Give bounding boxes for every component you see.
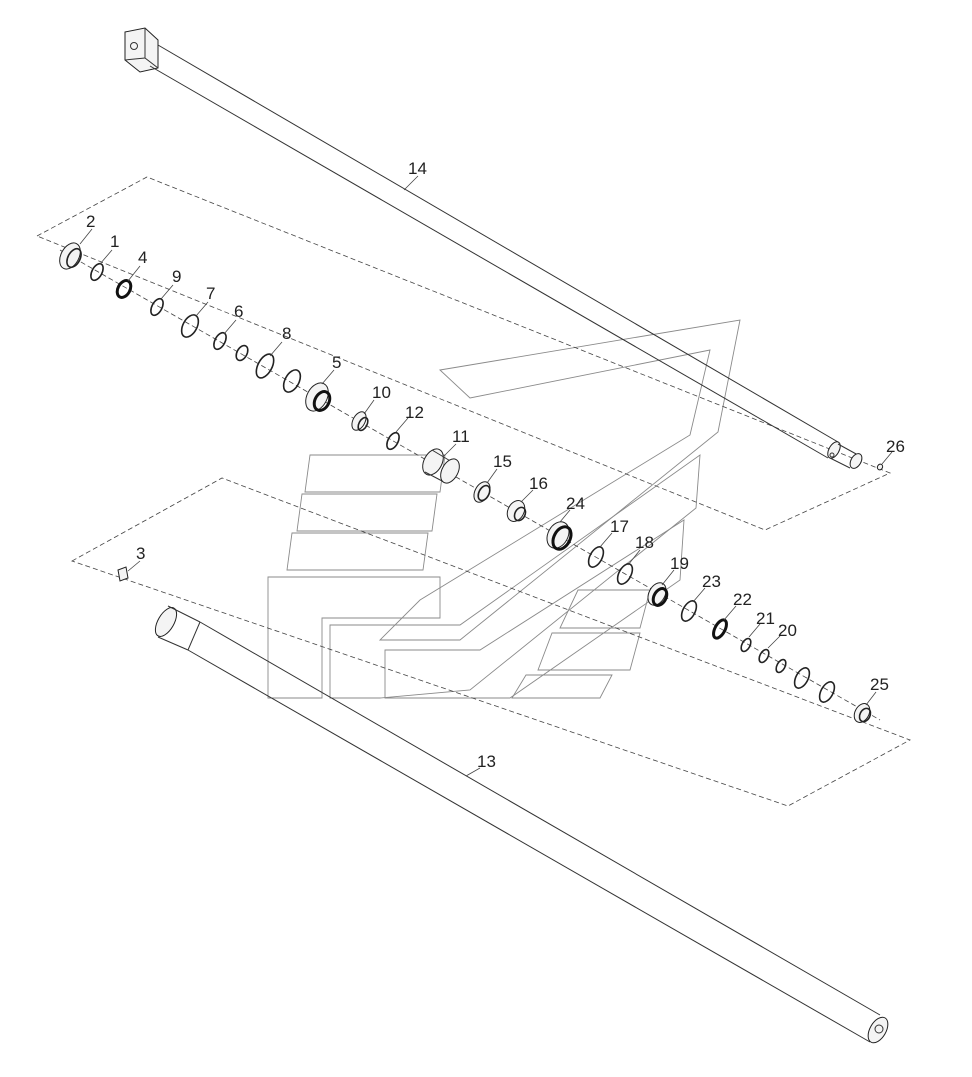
watermark-logo — [267, 319, 741, 699]
callout-9: 9 — [172, 267, 181, 286]
callout-3: 3 — [136, 544, 145, 563]
callout-8: 8 — [282, 324, 291, 343]
callout-14: 14 — [408, 159, 427, 178]
callout-26: 26 — [886, 437, 905, 456]
piston-rod — [124, 27, 884, 471]
seal-rings — [59, 242, 872, 723]
leader-lines — [79, 175, 893, 777]
lower-group-outline — [71, 477, 911, 807]
callout-7: 7 — [206, 284, 215, 303]
callout-16: 16 — [529, 474, 548, 493]
callout-5: 5 — [332, 353, 341, 372]
callout-4: 4 — [138, 248, 147, 267]
callout-6: 6 — [234, 302, 243, 321]
callout-25: 25 — [870, 675, 889, 694]
callout-11: 11 — [452, 427, 470, 446]
callout-2: 2 — [86, 212, 95, 231]
assembly-centerline — [59, 249, 881, 721]
callout-23: 23 — [702, 572, 721, 591]
callout-13: 13 — [477, 752, 496, 771]
callout-18: 18 — [635, 533, 654, 552]
key-part — [117, 566, 129, 582]
callout-20: 20 — [778, 621, 797, 640]
callout-numbers: 1 2 3 4 5 6 7 8 9 10 12 11 13 14 15 16 1… — [86, 159, 905, 771]
callout-15: 15 — [493, 452, 512, 471]
callout-19: 19 — [670, 554, 689, 573]
callout-21: 21 — [756, 609, 775, 628]
callout-17: 17 — [610, 517, 629, 536]
upper-group-outline — [36, 176, 892, 531]
cylinder-tube — [154, 605, 889, 1044]
callout-22: 22 — [733, 590, 752, 609]
callout-12: 12 — [405, 403, 424, 422]
callout-1: 1 — [110, 232, 119, 251]
callout-10: 10 — [372, 383, 391, 402]
callout-24: 24 — [566, 494, 585, 513]
